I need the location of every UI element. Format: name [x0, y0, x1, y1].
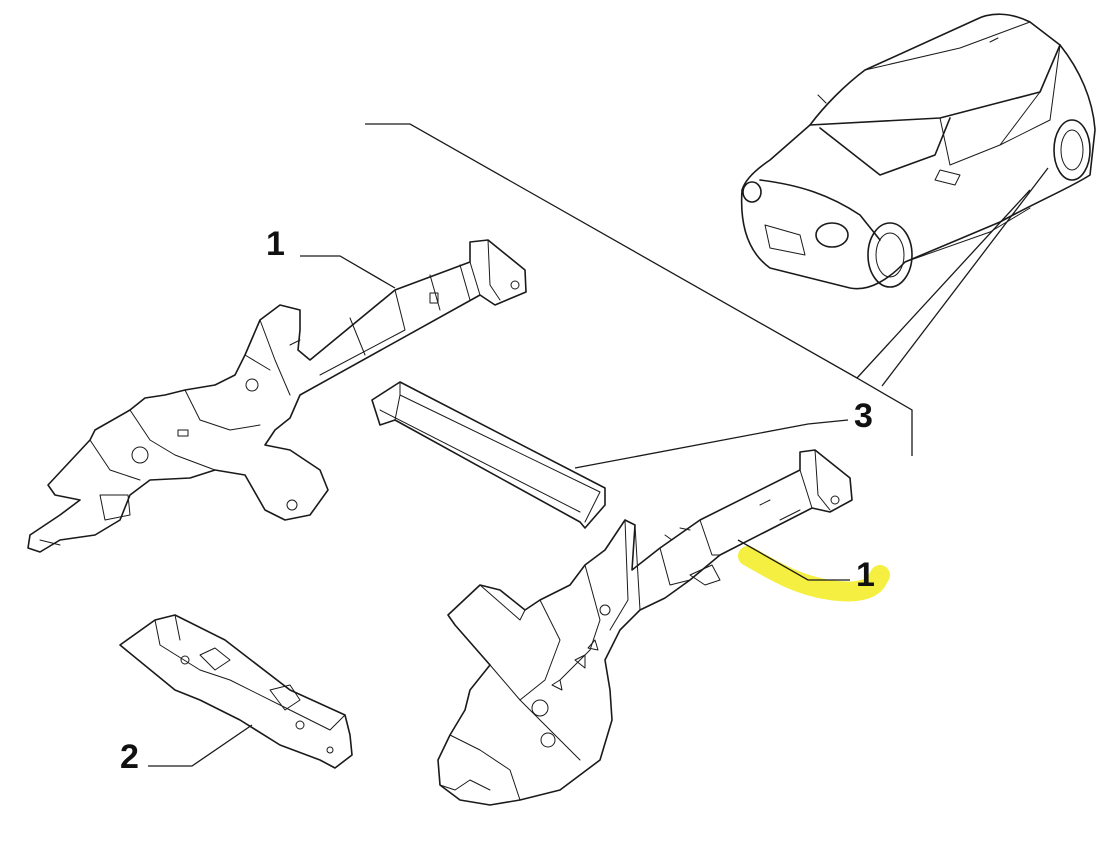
- highlight-marker: [738, 546, 890, 602]
- callout-1-top-left: 1: [266, 225, 285, 263]
- part-1-lower-rail: [437, 449, 853, 806]
- part-3-channel: [371, 381, 606, 529]
- leader-right-lower: [737, 539, 850, 581]
- leader-right-upper: [574, 419, 849, 469]
- part-2-crossmember: [119, 614, 353, 769]
- callout-2: 2: [120, 738, 139, 776]
- callout-3: 3: [854, 397, 873, 435]
- leader-top-left: [300, 255, 396, 289]
- assembly-bracket-line: [365, 123, 1031, 456]
- leader-bottom-left: [148, 724, 253, 767]
- car-illustration: [740, 13, 1096, 290]
- callout-1-right-lower: 1: [856, 556, 875, 594]
- part-1-upper-rail: [27, 239, 527, 553]
- assembly-bracket-line-2: [881, 167, 1049, 387]
